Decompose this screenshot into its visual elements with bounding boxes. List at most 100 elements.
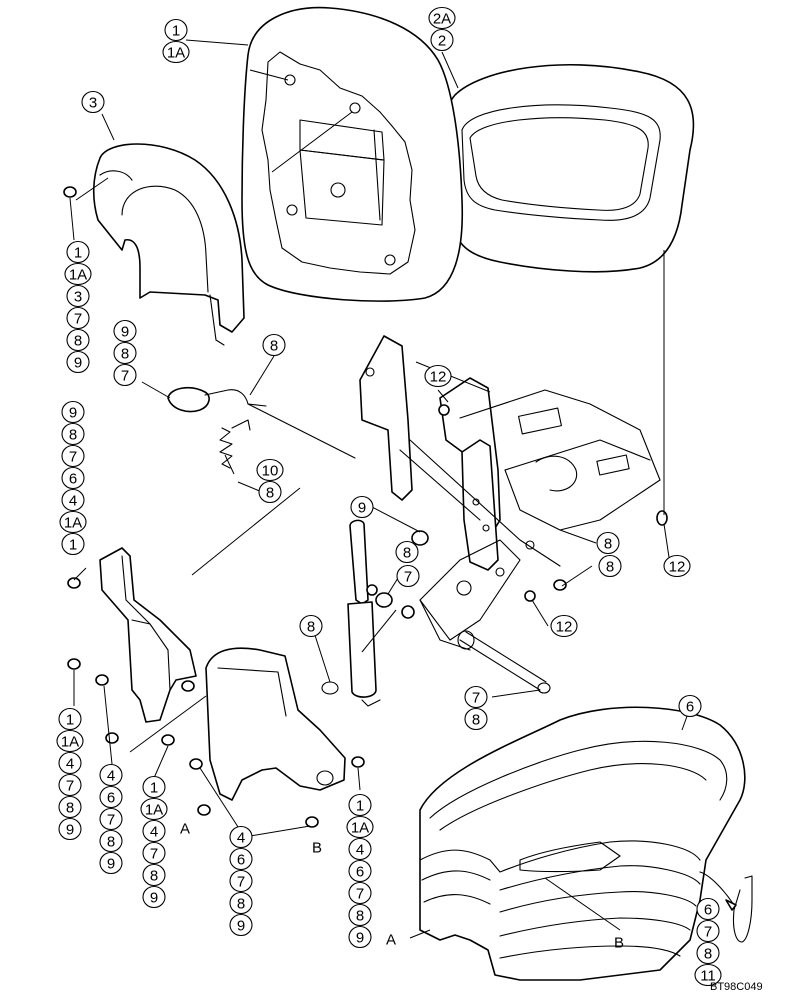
callout-circle <box>113 341 137 365</box>
callout-s3_4: 6 <box>61 466 85 490</box>
callout-number: 6 <box>704 902 712 919</box>
callout-s4_1: 1 <box>58 707 82 731</box>
callout-c8_low: 8 <box>464 707 488 731</box>
callout-s6_1: 1 <box>142 775 166 799</box>
callout-number: 12 <box>430 369 447 386</box>
callout-number: 7 <box>150 846 158 863</box>
callout-number: 8 <box>704 946 712 963</box>
callout-circle <box>348 903 372 927</box>
callout-c8_mid: 8 <box>395 540 419 564</box>
callout-number: 8 <box>107 834 115 851</box>
callout-c1a: 1 <box>164 18 188 42</box>
callout-number: 3 <box>89 95 97 112</box>
callout-circle <box>694 963 722 987</box>
callout-s6_6: 9 <box>142 885 166 909</box>
callout-number: 4 <box>107 768 115 785</box>
callout-circle <box>598 554 622 578</box>
gas-strut <box>321 519 381 707</box>
seat-back <box>241 6 464 302</box>
side-bracket-left <box>99 547 197 723</box>
callout-circle <box>663 554 691 578</box>
callout-s7_5: 9 <box>229 913 253 937</box>
callout-circle <box>430 28 454 52</box>
callout-circle <box>61 422 85 446</box>
callout-c7_low: 7 <box>464 685 488 709</box>
callout-circle <box>58 795 82 819</box>
callout-s8_3: 4 <box>348 837 372 861</box>
callout-circle <box>550 614 578 638</box>
callout-number: 7 <box>237 874 245 891</box>
callout-circle <box>678 694 702 718</box>
callout-circle <box>164 18 188 42</box>
callout-number: 11 <box>700 968 716 985</box>
side-cover-right <box>205 647 346 801</box>
callout-s6_2: 1A <box>140 797 168 821</box>
callout-s7_4: 8 <box>229 891 253 915</box>
callout-number: 8 <box>266 485 274 502</box>
callout-c9_mid: 9 <box>350 495 374 519</box>
callout-circle <box>346 815 374 839</box>
pivot-bolt <box>457 630 551 694</box>
callout-circle <box>66 328 90 352</box>
callout-circle <box>229 869 253 893</box>
callout-number: 12 <box>556 619 573 636</box>
callout-number: 10 <box>262 463 279 480</box>
callout-number: 6 <box>237 852 245 869</box>
callout-circle <box>99 807 123 831</box>
callout-circle <box>66 306 90 330</box>
callout-s7_1: 4 <box>229 825 253 849</box>
callout-s6_3: 4 <box>142 819 166 843</box>
callout-c8_lever: 8 <box>262 333 286 357</box>
callout-circle <box>113 363 137 387</box>
callout-circle <box>428 6 456 30</box>
callout-c12_right: 12 <box>663 554 691 578</box>
callout-s9_2: 7 <box>696 919 720 943</box>
drawing-reference-code: BT98C049 <box>710 981 763 993</box>
seat-cushion <box>443 64 695 273</box>
callout-number: 9 <box>237 918 245 935</box>
callout-c6: 6 <box>678 694 702 718</box>
callout-number: 9 <box>69 405 77 422</box>
callout-s5_5: 9 <box>99 851 123 875</box>
callout-number: 6 <box>686 699 694 716</box>
callout-s1_6: 9 <box>66 350 90 374</box>
callout-number: 8 <box>270 338 278 355</box>
adjuster-lever <box>167 386 356 469</box>
callout-number: 4 <box>66 756 74 773</box>
callout-number: 7 <box>404 569 412 586</box>
callout-s5_2: 6 <box>99 785 123 809</box>
letter-label-b-side: B <box>312 840 322 857</box>
callout-number: 8 <box>307 619 315 636</box>
callout-c8_right: 8 <box>598 554 622 578</box>
callout-number: 4 <box>356 842 364 859</box>
callout-c10_8: 8 <box>258 480 282 504</box>
callout-number: 9 <box>74 355 82 372</box>
callout-s1_4: 7 <box>66 306 90 330</box>
callout-s8_6: 8 <box>348 903 372 927</box>
callout-circle <box>696 897 720 921</box>
callout-s4_3: 4 <box>58 751 82 775</box>
callout-circle <box>229 825 253 849</box>
callout-circle <box>229 913 253 937</box>
callout-number: 8 <box>237 896 245 913</box>
letter-label-a-side: A <box>180 821 190 838</box>
callout-circle <box>696 919 720 943</box>
callout-number: 1A <box>167 45 185 62</box>
callout-number: 7 <box>107 812 115 829</box>
callout-circle <box>61 400 85 424</box>
callout-number: 8 <box>403 545 411 562</box>
callout-circle <box>256 458 284 482</box>
callout-s1_1: 1 <box>66 240 90 264</box>
rubber-boot <box>419 706 746 981</box>
callout-number: 1 <box>74 245 82 262</box>
callout-s2_2: 8 <box>113 341 137 365</box>
callout-s3_7: 1 <box>61 532 85 556</box>
callout-number: 1A <box>69 267 87 284</box>
callout-s4_5: 8 <box>58 795 82 819</box>
callout-s1_5: 8 <box>66 328 90 352</box>
callout-circle <box>113 319 137 343</box>
callout-c1b: 1A <box>162 40 190 64</box>
callout-group: 11A2A2311A37899878987641A110812987881212… <box>56 6 722 987</box>
callout-s5_4: 8 <box>99 829 123 853</box>
callout-number: 4 <box>69 493 77 510</box>
